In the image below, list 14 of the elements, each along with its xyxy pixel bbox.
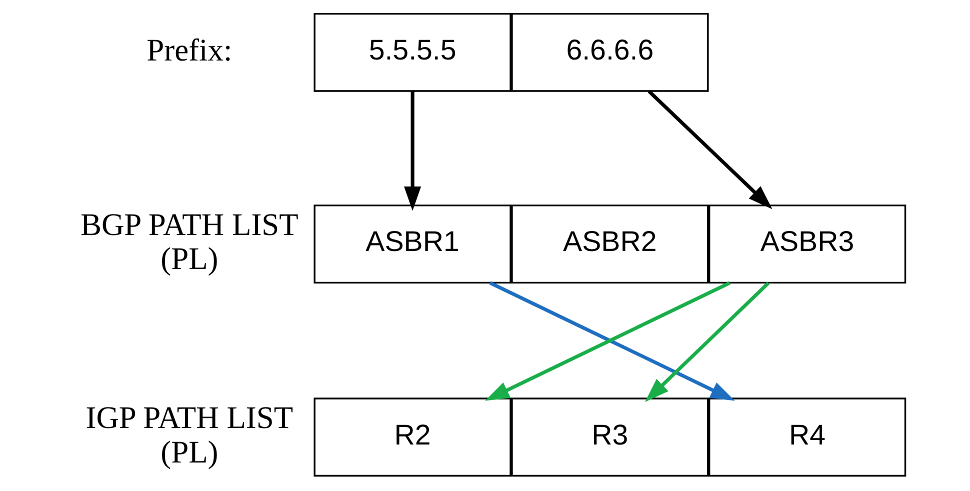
arrow — [647, 90, 772, 210]
node-box: ASBR1 — [313, 204, 511, 284]
label: IGP PATH LIST (PL) — [85, 400, 293, 470]
label: Prefix: — [146, 32, 232, 68]
node-box: ASBR3 — [708, 204, 906, 284]
node-box: 5.5.5.5 — [313, 12, 511, 92]
label: BGP PATH LIST (PL) — [80, 206, 298, 276]
node-box: 6.6.6.6 — [510, 12, 708, 92]
node-box: R3 — [510, 398, 708, 477]
arrow — [644, 282, 770, 402]
node-box: R2 — [313, 398, 511, 477]
arrow — [404, 91, 421, 211]
node-box: ASBR2 — [510, 204, 708, 284]
node-box: R4 — [708, 398, 906, 477]
